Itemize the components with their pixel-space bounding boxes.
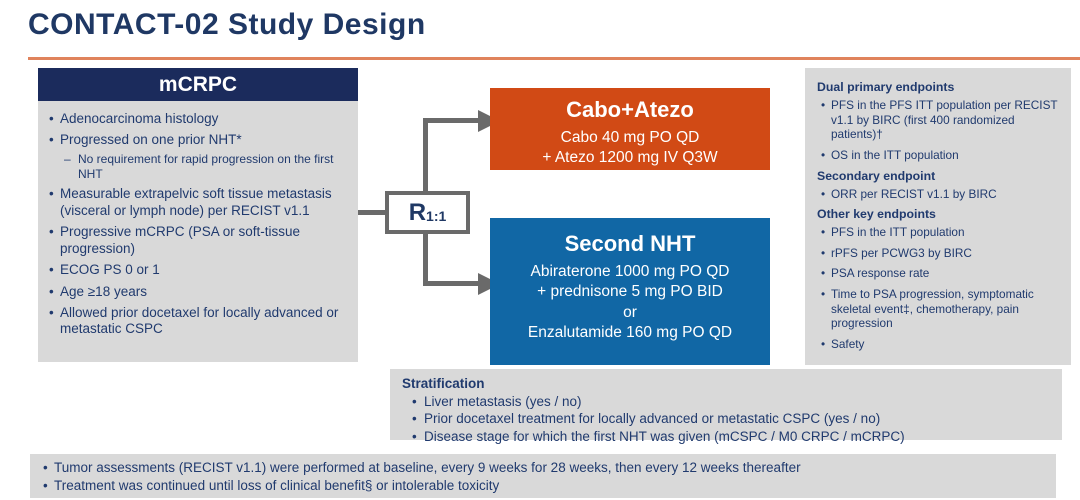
endpoints-panel: Dual primary endpoints PFS in the PFS IT… — [805, 68, 1071, 365]
endpoints-section-title: Secondary endpoint — [817, 168, 936, 183]
list-item: Tumor assessments (RECIST v1.1) were per… — [38, 459, 1046, 477]
endpoints-list: PFS in the ITT population rPFS per PCWG3… — [817, 225, 1063, 351]
arm-dose-line: or — [623, 303, 637, 321]
list-item: Treatment was continued until loss of cl… — [38, 477, 1046, 495]
eligibility-list: Adenocarcinoma histology Progressed on o… — [44, 111, 350, 338]
list-item: Progressive mCRPC (PSA or soft-tissue pr… — [44, 224, 350, 257]
list-item: PSA response rate — [817, 266, 1063, 281]
list-item: Measurable extrapelvic soft tissue metas… — [44, 186, 350, 219]
connector-top-horizontal — [423, 118, 480, 123]
list-item: ORR per RECIST v1.1 by BIRC — [817, 187, 1063, 202]
footnotes-list: Tumor assessments (RECIST v1.1) were per… — [38, 459, 1046, 494]
arm-dose-line: Cabo 40 mg PO QD — [560, 129, 700, 146]
list-item: Time to PSA progression, symptomatic ske… — [817, 287, 1063, 331]
title-divider — [28, 57, 1080, 60]
arm-second-nht-box: Second NHT Abiraterone 1000 mg PO QD + p… — [490, 218, 770, 365]
endpoints-section-title: Dual primary endpoints — [817, 80, 955, 94]
randomization-r-label: R — [408, 198, 427, 226]
endpoints-section-title: Other key endpoints — [817, 207, 936, 222]
connector-bottom-vertical — [423, 232, 428, 285]
list-item: PFS in the ITT population — [817, 225, 1063, 240]
randomization-ratio-label: 1:1 — [426, 207, 447, 224]
eligibility-body: Adenocarcinoma histology Progressed on o… — [38, 101, 358, 338]
connector-stub — [358, 210, 385, 215]
eligibility-box: mCRPC Adenocarcinoma histology Progresse… — [38, 68, 358, 362]
list-item: ECOG PS 0 or 1 — [44, 262, 350, 279]
stratification-title: Stratification — [402, 376, 485, 391]
list-item: Allowed prior docetaxel for locally adva… — [44, 305, 350, 338]
connector-top-vertical — [423, 120, 428, 193]
stratification-list: Liver metastasis (yes / no) Prior doceta… — [402, 393, 1050, 445]
list-item: OS in the ITT population — [817, 148, 1063, 163]
connector-bottom-horizontal — [423, 281, 480, 286]
arm-dose-line: + prednisone 5 mg PO BID — [537, 283, 723, 301]
arm-dose-line: Abiraterone 1000 mg PO QD — [530, 263, 730, 280]
page-title: CONTACT-02 Study Design — [28, 8, 426, 41]
footnotes-box: Tumor assessments (RECIST v1.1) were per… — [30, 454, 1056, 498]
list-item: rPFS per PCWG3 by BIRC — [817, 246, 1063, 261]
list-item: Disease stage for which the first NHT wa… — [402, 428, 1050, 446]
list-item: Prior docetaxel treatment for locally ad… — [402, 410, 1050, 428]
list-item: Safety — [817, 337, 1063, 352]
list-item: PFS in the PFS ITT population per RECIST… — [817, 98, 1063, 142]
arm-title: Cabo+Atezo — [566, 97, 694, 122]
endpoints-list: ORR per RECIST v1.1 by BIRC — [817, 187, 1063, 202]
arm-dose-line: + Atezo 1200 mg IV Q3W — [542, 149, 718, 167]
eligibility-header: mCRPC — [38, 68, 358, 101]
list-item: Liver metastasis (yes / no) — [402, 393, 1050, 411]
list-item: Age ≥18 years — [44, 284, 350, 301]
list-item: Progressed on one prior NHT* — [44, 132, 350, 149]
endpoints-list: PFS in the PFS ITT population per RECIST… — [817, 98, 1063, 163]
arm-cabo-atezo-box: Cabo+Atezo Cabo 40 mg PO QD + Atezo 1200… — [490, 88, 770, 170]
arm-dose-line: Enzalutamide 160 mg PO QD — [527, 324, 733, 342]
arm-title: Second NHT — [564, 231, 696, 256]
list-subitem: No requirement for rapid progression on … — [44, 152, 350, 181]
stratification-box: Stratification Liver metastasis (yes / n… — [390, 369, 1062, 445]
list-item: Adenocarcinoma histology — [44, 111, 350, 128]
